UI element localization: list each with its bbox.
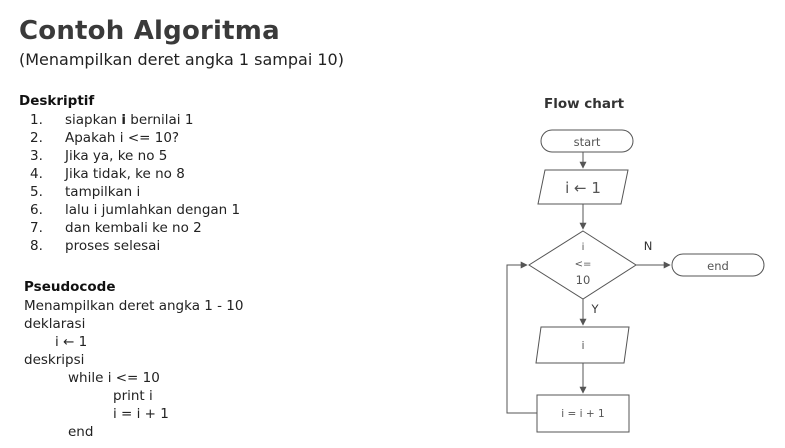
pseudo-line-title: Menampilkan deret angka 1 - 10 [24,298,244,314]
loop-back-arrow [506,261,537,414]
deskriptif-step: 2. Apakah i <= 10? [30,129,240,147]
step-text: siapkan [65,112,122,128]
step-text: Jika tidak, ke no 8 [65,166,185,182]
pseudo-line-while: while i <= 10 [68,370,160,386]
output-label: i [581,339,584,352]
pseudo-line-end: end [68,424,94,440]
deskriptif-step: 4. Jika tidak, ke no 8 [30,165,240,183]
increment-label: i = i + 1 [561,408,604,420]
no-label: N [644,239,653,253]
step-number: 7. [30,220,43,236]
deskriptif-step: 5. tampilkan i [30,183,240,201]
step-number: 6. [30,202,43,218]
pseudo-line-increment: i = i + 1 [113,406,169,422]
pseudo-line-deklarasi: deklarasi [24,316,86,332]
page-title: Contoh Algoritma [19,16,280,46]
step-text: lalu i jumlahkan dengan 1 [65,202,241,218]
yes-label: Y [590,302,599,316]
decision-label-3: 10 [576,273,591,287]
step-number: 8. [30,238,43,254]
deskriptif-step: 7. dan kembali ke no 2 [30,219,240,237]
start-terminator [540,129,634,153]
page-subtitle: (Menampilkan deret angka 1 sampai 10) [19,50,344,69]
pseudo-line-init: i ← 1 [55,334,88,350]
deskriptif-heading: Deskriptif [19,93,95,109]
deskriptif-step: 3. Jika ya, ke no 5 [30,147,240,165]
deskriptif-step: 6. lalu i jumlahkan dengan 1 [30,201,240,219]
decision-label-1: i [582,242,585,253]
step-text: Apakah i <= 10? [65,130,180,146]
deskriptif-step: 8. proses selesai [30,237,240,255]
end-label: end [707,259,729,273]
decision-label-2: <= [575,259,592,270]
deskriptif-step: 1. siapkan i bernilai 1 [30,111,240,129]
step-number: 2. [30,130,43,146]
flowchart-title: Flow chart [544,96,625,112]
pseudocode-heading: Pseudocode [24,279,116,295]
step-number: 4. [30,166,43,182]
step-text: tampilkan i [65,184,141,200]
step-number: 3. [30,148,43,164]
init-parallelogram [537,169,629,205]
step-number: 5. [30,184,43,200]
output-parallelogram [535,326,630,364]
end-terminator [671,253,765,277]
step-variable: i [121,112,126,128]
increment-process-box [536,394,630,433]
step-number: 1. [30,112,43,128]
pseudo-line-deskripsi: deskripsi [24,352,85,368]
init-label: i ← 1 [565,179,601,197]
pseudocode-block: Menampilkan deret angka 1 - 10 deklarasi… [24,297,244,441]
step-text: dan kembali ke no 2 [65,220,202,236]
pseudo-line-print: print i [113,388,153,404]
step-text: Jika ya, ke no 5 [65,148,168,164]
step-text-suffix: bernilai 1 [125,112,194,128]
step-text: proses selesai [65,238,161,254]
start-label: start [574,135,601,149]
